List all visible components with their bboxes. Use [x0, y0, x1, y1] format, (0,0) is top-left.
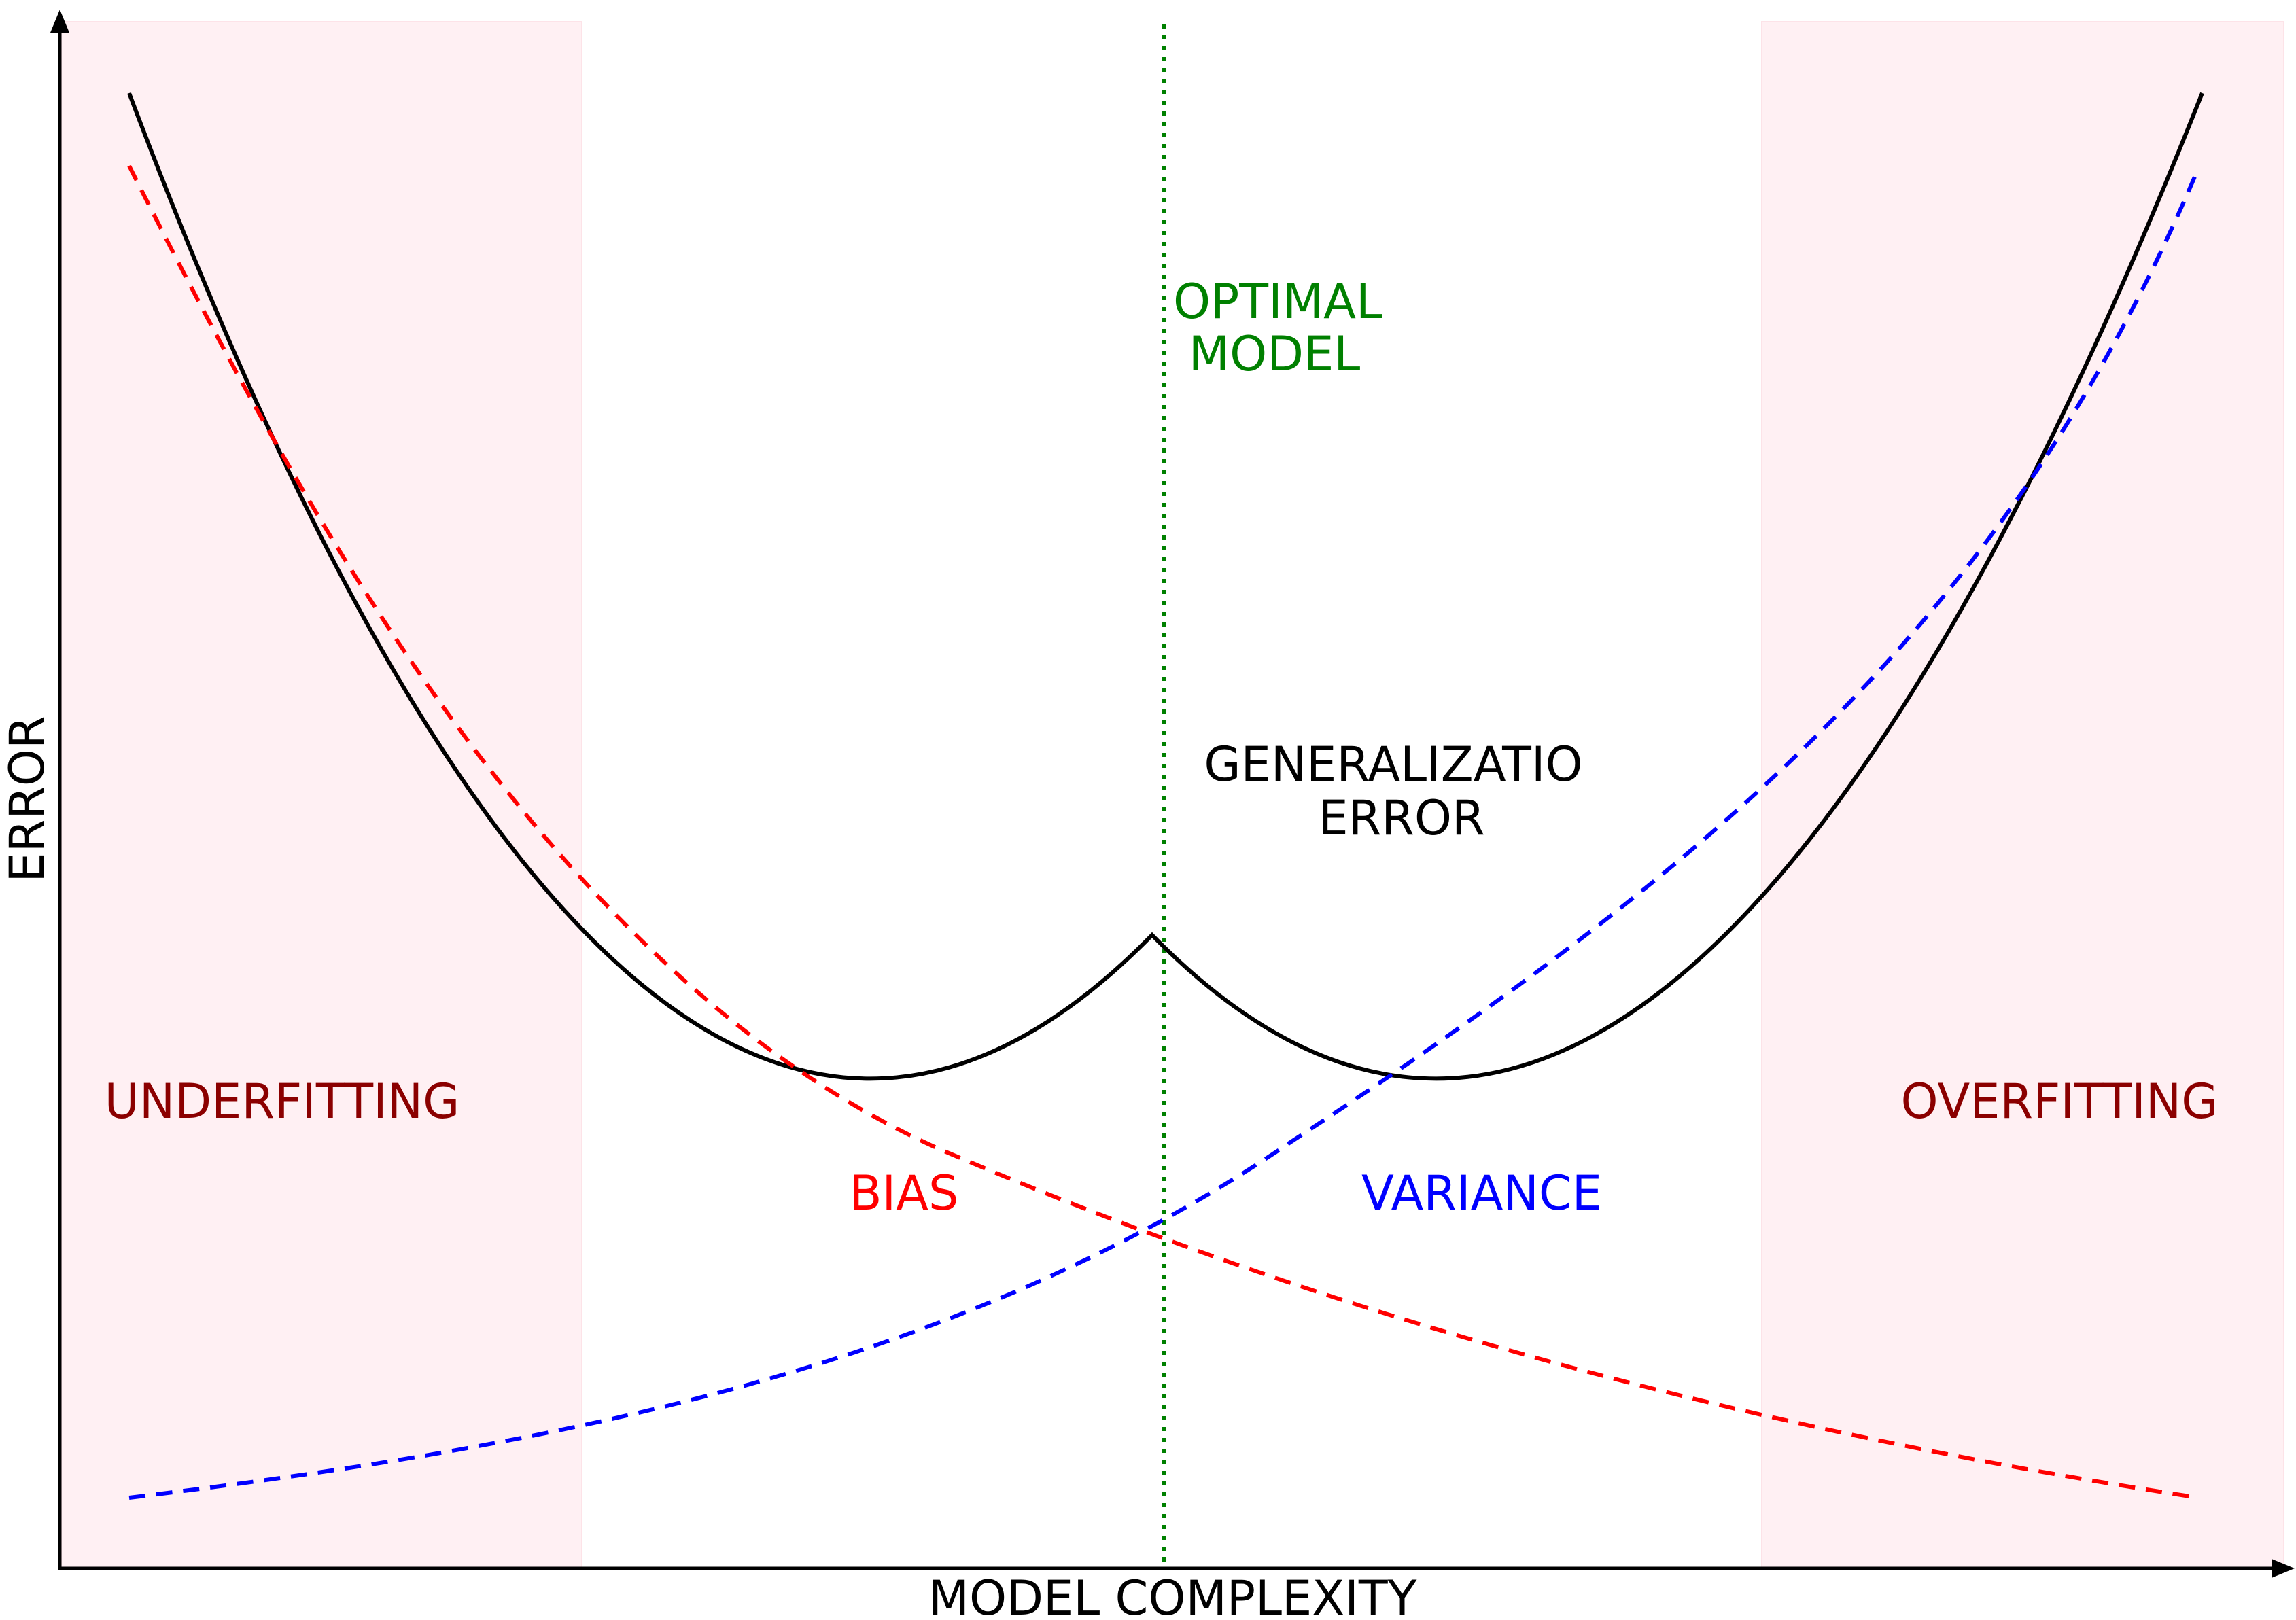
bias-label: BIAS: [850, 1165, 959, 1221]
overfitting-region: [1761, 21, 2284, 1569]
underfitting-label: UNDERFITTING: [105, 1074, 460, 1129]
underfitting-region: [60, 21, 582, 1569]
generalization-error-label-line1: GENERALIZATIO: [1204, 737, 1582, 792]
x-axis-arrow: [2272, 1559, 2295, 1578]
x-axis-label: MODEL COMPLEXITY: [928, 1570, 1417, 1620]
optimal-model-label-line1: OPTIMAL: [1173, 274, 1382, 330]
variance-curve: [128, 166, 2201, 1500]
y-axis-arrow: [50, 10, 69, 33]
generalization-error-label-line2: ERROR: [1318, 790, 1484, 846]
generalization-error-curve: [127, 92, 2204, 1081]
optimal-model-label-line2: MODEL: [1189, 326, 1361, 382]
overfitting-label: OVERFITTING: [1900, 1074, 2218, 1129]
y-axis-label: ERROR: [0, 716, 55, 882]
variance-label: VARIANCE: [1361, 1165, 1602, 1221]
bias-curve: [127, 164, 2199, 1500]
